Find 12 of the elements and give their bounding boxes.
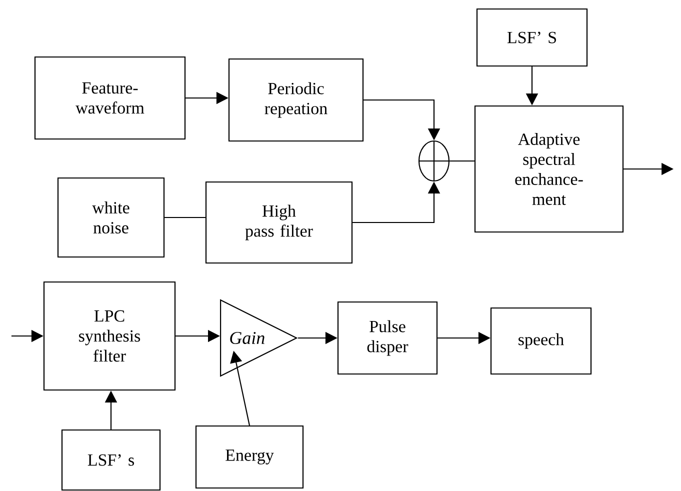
process-box: Pulse disper xyxy=(337,301,438,375)
process-box: speech xyxy=(490,307,592,375)
process-box: High pass filter xyxy=(205,181,353,264)
process-box: Periodic repeation xyxy=(228,58,364,142)
process-box: LPC synthesis filter xyxy=(43,281,176,391)
process-box: LSF’ s xyxy=(61,429,161,491)
process-box: white noise xyxy=(57,177,165,258)
process-box: Feature-waveform xyxy=(34,56,186,140)
process-box: Adaptive spectral enchance-ment xyxy=(474,105,624,233)
summing-junction xyxy=(418,140,450,182)
process-box: LSF’ S xyxy=(476,8,588,67)
process-box: Energy xyxy=(195,425,304,489)
